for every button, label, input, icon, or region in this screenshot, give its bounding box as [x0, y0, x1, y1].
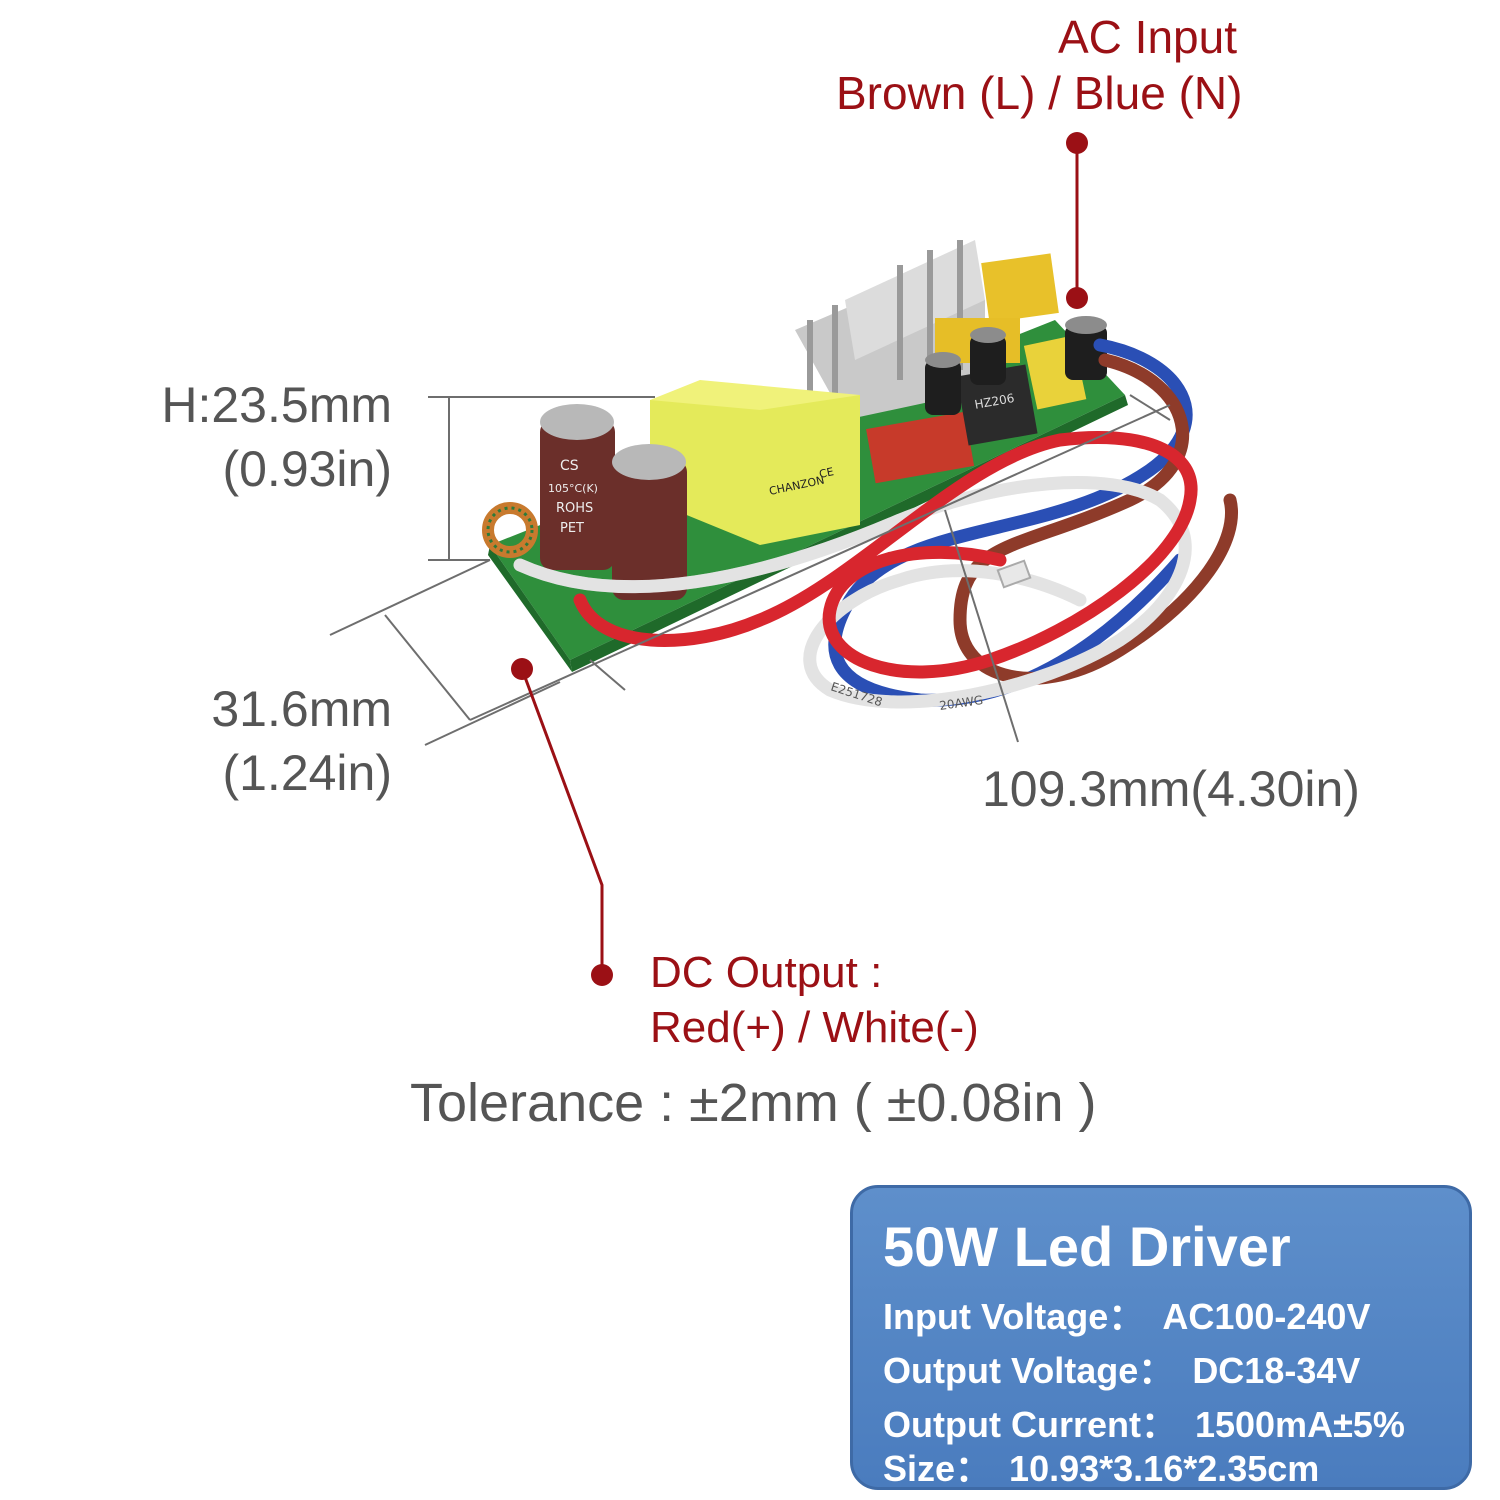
ac-input-title: AC Input	[1058, 11, 1237, 63]
dimension-lines	[329, 394, 1171, 746]
spec-row-input-voltage: Input Voltage： AC100-240V	[883, 1288, 1370, 1340]
cap-text-rohs: ROHS	[556, 501, 593, 516]
spec-value: DC18-34V	[1192, 1350, 1361, 1391]
spec-value: 10.93*3.16*2.35cm	[1009, 1448, 1320, 1489]
height-in-label: (0.93in)	[222, 441, 392, 497]
cap-text-cs: CS	[560, 458, 579, 474]
x-capacitor	[981, 253, 1059, 323]
spec-label: Output Current：	[883, 1404, 1177, 1445]
spec-value: 1500mA±5%	[1194, 1404, 1405, 1445]
cap-text-temp: 105°C(K)	[548, 482, 598, 495]
spec-title: 50W Led Driver	[883, 1215, 1291, 1278]
wire-print-2: 20AWG	[938, 693, 984, 713]
spec-label: Input Voltage：	[883, 1296, 1145, 1337]
electrolytic-small	[925, 316, 1107, 415]
spec-panel: 50W Led Driver Input Voltage：AC100-240V …	[850, 1185, 1472, 1490]
dc-output-title: DC Output :	[650, 948, 883, 997]
spec-row-output-current: Output Current： 1500mA±5%	[883, 1396, 1405, 1448]
transformer-ce: CE	[818, 465, 835, 481]
spec-label: Output Voltage：	[883, 1350, 1175, 1391]
width-mm-label: 31.6mm	[211, 681, 392, 737]
red-capacitor	[866, 411, 975, 484]
annotation-leaders	[511, 132, 1088, 986]
ac-input-wires: Brown (L) / Blue (N)	[836, 67, 1243, 119]
length-label: 109.3mm(4.30in)	[982, 761, 1360, 817]
electrolytic-large: CS 105°C(K) ROHS PET	[540, 404, 687, 600]
spec-label: Size：	[883, 1448, 992, 1489]
dc-output-wires: Red(+) / White(-)	[650, 1003, 979, 1052]
spec-value: AC100-240V	[1162, 1296, 1371, 1337]
spec-row-output-voltage: Output Voltage： DC18-34V	[883, 1342, 1360, 1394]
wires: E251728 20AWG	[513, 338, 1238, 713]
tolerance-note: Tolerance : ±2mm ( ±0.08in )	[410, 1073, 1097, 1133]
cap-text-pet: PET	[560, 521, 584, 536]
height-mm-label: H:23.5mm	[161, 377, 392, 433]
bridge-label: HZ206	[973, 391, 1015, 412]
transformer: CHANZON CE	[650, 380, 860, 545]
spec-row-size: Size： 10.93*3.16*2.35cm	[883, 1440, 1319, 1492]
width-in-label: (1.24in)	[222, 745, 392, 801]
toroid-coil	[482, 502, 538, 558]
